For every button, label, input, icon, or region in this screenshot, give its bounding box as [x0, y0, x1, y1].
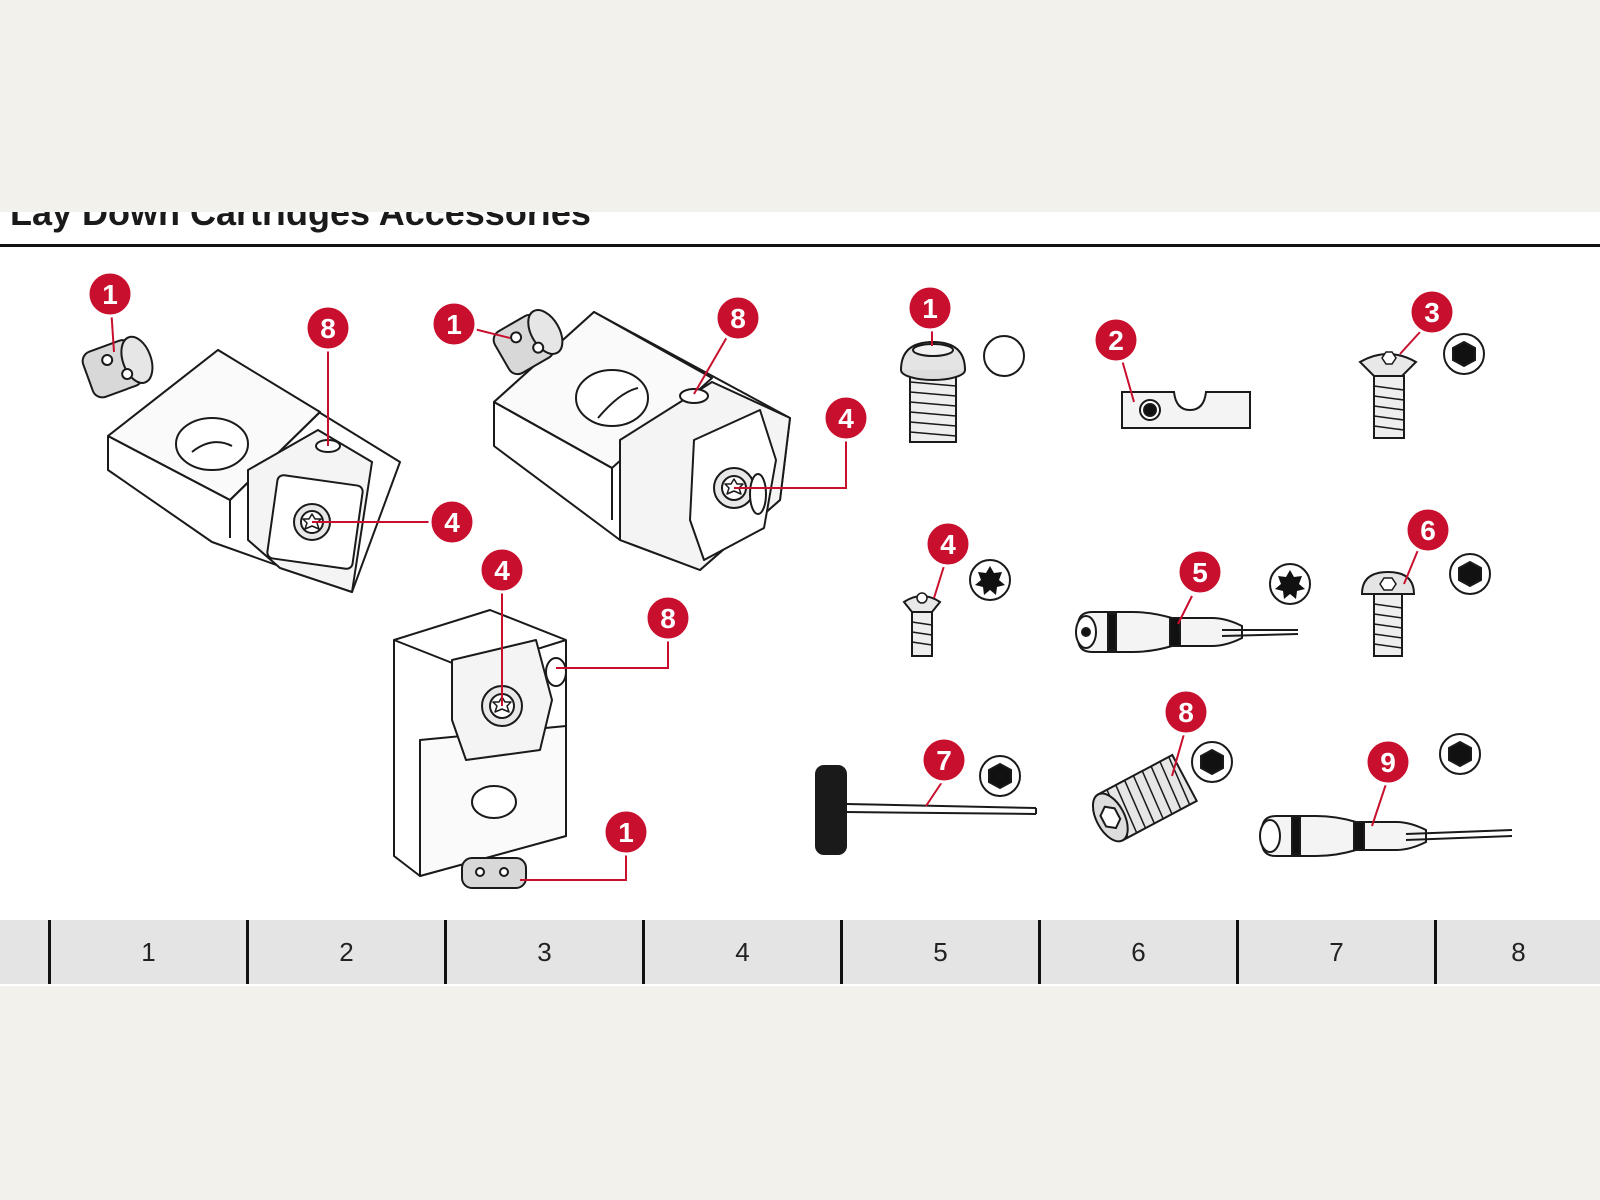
leader-p4 [933, 565, 945, 599]
title-rule [0, 244, 1600, 247]
svg-text:4: 4 [940, 529, 956, 560]
cartridge-assembly-b [492, 309, 791, 571]
callout-b4: 4 [822, 394, 870, 442]
callout-p3: 3 [1408, 288, 1456, 336]
part-2-clamp-plate [1121, 391, 1251, 429]
title-clip: t Lay Down Cartridges Accessories [0, 212, 1600, 240]
svg-text:1: 1 [618, 817, 634, 848]
cartridge-assembly-c [393, 609, 567, 889]
callout-p2: 2 [1092, 316, 1140, 364]
leader-p3 [1399, 331, 1421, 355]
svg-text:4: 4 [494, 555, 510, 586]
callout-c8: 8 [644, 594, 692, 642]
callout-c4: 4 [478, 546, 526, 594]
leader-p6 [1403, 549, 1419, 585]
svg-text:2: 2 [1108, 325, 1124, 356]
leader-lines-c [501, 592, 669, 881]
part-4-torx-screw [902, 559, 1011, 657]
column-index-cell-0 [0, 920, 48, 984]
leader-p8 [1171, 733, 1185, 777]
column-index-cell: 1 [48, 920, 246, 984]
svg-text:4: 4 [838, 403, 854, 434]
svg-text:8: 8 [660, 603, 676, 634]
callout-p4: 4 [924, 520, 972, 568]
column-index-strip: 1 2 3 4 5 6 7 8 [0, 920, 1600, 984]
part-1-bolt [900, 335, 1025, 443]
column-index-cell: 8 [1434, 920, 1600, 984]
part-8-set-screw [1091, 741, 1233, 843]
callout-p5: 5 [1176, 548, 1224, 596]
svg-text:7: 7 [936, 745, 952, 776]
svg-text:8: 8 [1178, 697, 1194, 728]
part-7-t-handle-key [815, 755, 1037, 855]
page-title: t Lay Down Cartridges Accessories [0, 212, 591, 233]
column-index-cell: 3 [444, 920, 642, 984]
callout-p6: 6 [1404, 506, 1452, 554]
leader-p7 [925, 781, 943, 807]
svg-text:1: 1 [922, 293, 938, 324]
callout-p9: 9 [1364, 738, 1412, 786]
column-index-cell: 6 [1038, 920, 1236, 984]
part-9-hex-driver [1259, 733, 1513, 857]
svg-text:8: 8 [730, 303, 746, 334]
callout-p7: 7 [920, 736, 968, 784]
svg-text:1: 1 [446, 309, 462, 340]
part-6-button-screw [1360, 553, 1491, 657]
callout-b8: 8 [714, 294, 762, 342]
drawing-sheet: t Lay Down Cartridges Accessories [0, 212, 1600, 986]
svg-text:6: 6 [1420, 515, 1436, 546]
svg-text:9: 9 [1380, 747, 1396, 778]
svg-text:3: 3 [1424, 297, 1440, 328]
part-5-torx-key [1075, 563, 1311, 653]
column-index-cell: 7 [1236, 920, 1434, 984]
part-3-countersunk-screw [1358, 333, 1485, 439]
leader-p2 [1121, 359, 1135, 403]
svg-text:4: 4 [444, 507, 460, 538]
leader-p5 [1177, 595, 1193, 625]
callout-a4: 4 [428, 498, 476, 546]
svg-text:8: 8 [320, 313, 336, 344]
callout-p8: 8 [1162, 688, 1210, 736]
svg-text:5: 5 [1192, 557, 1208, 588]
callout-b1: 1 [430, 300, 478, 348]
callout-a1: 1 [86, 270, 134, 318]
column-index-cell: 2 [246, 920, 444, 984]
callout-a8: 8 [304, 304, 352, 352]
column-index-cell: 4 [642, 920, 840, 984]
svg-text:1: 1 [102, 279, 118, 310]
leader-p9 [1371, 783, 1387, 827]
callout-c1: 1 [602, 808, 650, 856]
cartridge-assembly-a [81, 335, 401, 593]
callout-p1: 1 [906, 284, 954, 332]
column-index-cell: 5 [840, 920, 1038, 984]
